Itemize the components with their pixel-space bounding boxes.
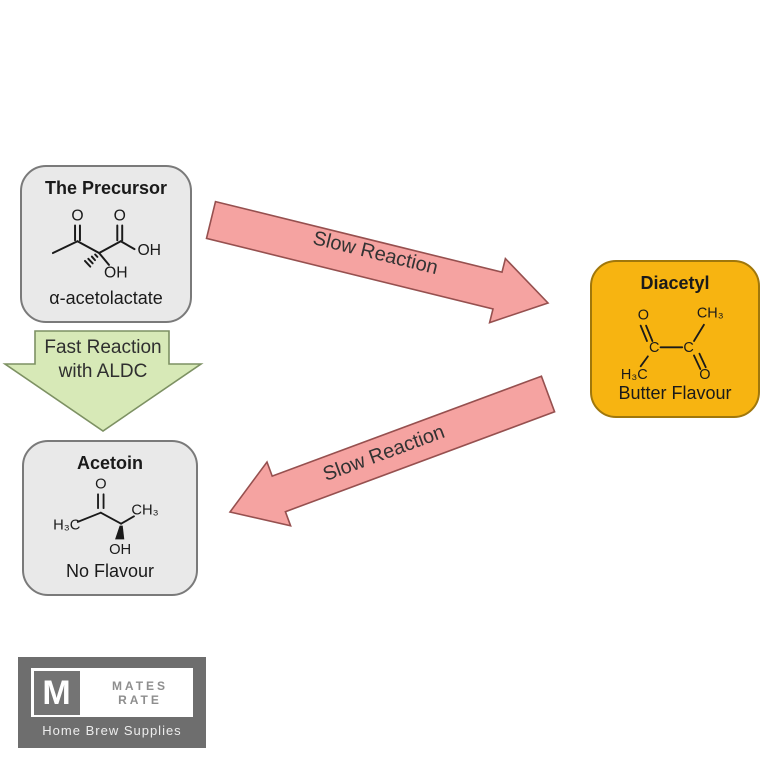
acetoin-caption: No Flavour <box>65 561 155 582</box>
atom-label-o-ketone: O <box>71 207 83 224</box>
logo-monogram-square: M <box>33 670 80 715</box>
atom-label-c-left: C <box>649 340 659 356</box>
atom-label-oh-bottom: OH <box>109 542 131 558</box>
precursor-title: The Precursor <box>44 178 168 198</box>
atom-label-oh-center: OH <box>104 264 128 281</box>
atom-label-o-acid: O <box>114 207 126 224</box>
fast-reaction-label-line1: Fast Reaction <box>44 337 161 358</box>
logo-brand-text: MATES RATE <box>111 678 169 707</box>
fast-reaction-arrow <box>2 330 204 432</box>
acetoin-structure: O H₃C CH₃ OH <box>53 477 159 558</box>
fast-reaction-label-line2: with ALDC <box>58 361 148 382</box>
atom-label-oh-acid: OH <box>137 242 161 259</box>
slow-reaction-arrow-top <box>205 200 550 324</box>
atom-label-c-right: C <box>683 340 693 356</box>
atom-label-h3c-bottom: H₃C <box>621 367 648 383</box>
logo-tagline-text: Home Brew Supplies <box>42 723 182 738</box>
precursor-box: The Precursor O O OH OH α-aceto <box>20 165 192 323</box>
precursor-caption: α-acetolactate <box>49 288 163 309</box>
bond-lines <box>639 323 707 370</box>
slow-reaction-arrow-bottom <box>228 375 556 527</box>
diacetyl-caption: Butter Flavour <box>618 383 732 404</box>
logo-m-monogram: M <box>42 673 71 712</box>
alpha-acetolactate-structure: O O OH OH <box>51 207 161 281</box>
mates-rate-logo: M MATES RATE Home Brew Supplies <box>18 657 206 748</box>
atom-label-o-top: O <box>95 477 106 493</box>
logo-inner-panel: M MATES RATE <box>31 668 193 717</box>
atom-label-h3c-left: H₃C <box>53 517 81 533</box>
diacetyl-title: Diacetyl <box>640 273 710 293</box>
atom-label-ch3-right: CH₃ <box>131 502 158 518</box>
acetoin-box: Acetoin O H₃C CH₃ OH No Flavour <box>22 440 198 596</box>
diacetyl-box: Diacetyl O CH₃ C C H₃C O Butter Flavour <box>590 260 760 418</box>
atom-label-ch3-top: CH₃ <box>697 305 724 321</box>
bond-lines <box>51 224 136 268</box>
acetoin-title: Acetoin <box>76 453 143 473</box>
atom-label-o-top: O <box>638 307 649 323</box>
diacetyl-structure: O CH₃ C C H₃C O <box>621 305 724 383</box>
atom-label-o-bottom: O <box>699 367 710 383</box>
bond-lines <box>76 493 135 540</box>
